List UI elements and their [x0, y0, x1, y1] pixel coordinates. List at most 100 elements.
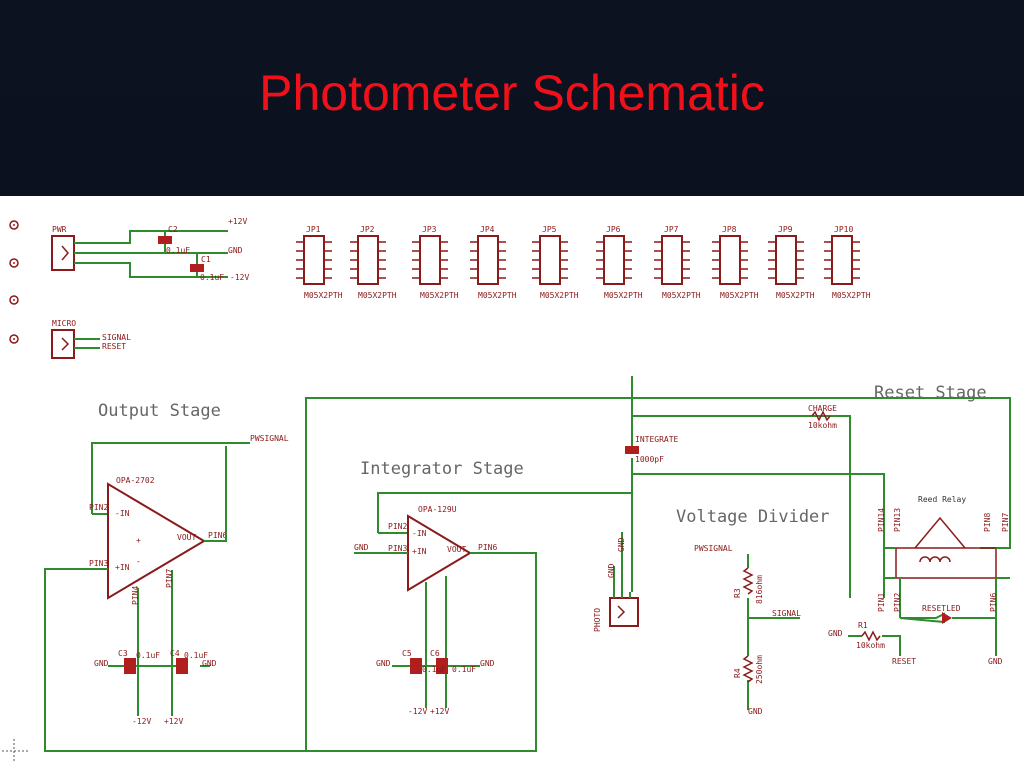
svg-text:M05X2PTH: M05X2PTH — [358, 291, 397, 300]
svg-text:C6: C6 — [430, 649, 440, 658]
svg-text:M05X2PTH: M05X2PTH — [540, 291, 579, 300]
svg-text:PIN7: PIN7 — [1001, 513, 1010, 532]
svg-text:0.1uF: 0.1uF — [184, 651, 208, 660]
svg-text:CHARGE: CHARGE — [808, 404, 837, 413]
svg-text:GND: GND — [202, 659, 217, 668]
pwr-label: PWR — [52, 225, 67, 234]
svg-text:PWSIGNAL: PWSIGNAL — [250, 434, 289, 443]
svg-text:VOUT: VOUT — [177, 533, 196, 542]
svg-text:R4: R4 — [733, 668, 742, 678]
svg-text:JP8: JP8 — [722, 225, 737, 234]
output-stage-circuit: PWSIGNAL -IN +IN VOUT + - OPA-2702 PIN2 … — [44, 434, 306, 752]
svg-text:C4: C4 — [170, 649, 180, 658]
svg-text:JP2: JP2 — [360, 225, 375, 234]
svg-text:PIN3: PIN3 — [388, 544, 407, 553]
micro-connector: MICRO SIGNAL RESET — [51, 319, 131, 359]
svg-text:10kohm: 10kohm — [808, 421, 837, 430]
svg-text:INTEGRATE: INTEGRATE — [635, 435, 679, 444]
svg-text:JP10: JP10 — [834, 225, 853, 234]
svg-text:M05X2PTH: M05X2PTH — [304, 291, 343, 300]
schematic-sheet: PWR C2 0.1uF C1 0.1uF +12V GND -12V — [0, 196, 1024, 768]
svg-text:0.1uF: 0.1uF — [452, 665, 476, 674]
slide-title: Photometer Schematic — [259, 65, 765, 121]
svg-text:PIN6: PIN6 — [208, 531, 227, 540]
voltage-divider-circuit: PWSIGNAL R3 816ohm R4 250ohm SIGNAL GND — [694, 544, 801, 716]
svg-text:0.1uF: 0.1uF — [166, 246, 190, 255]
svg-text:RESET: RESET — [892, 657, 916, 666]
svg-text:-12V: -12V — [230, 273, 249, 282]
svg-text:GND: GND — [480, 659, 495, 668]
svg-text:SIGNAL: SIGNAL — [772, 609, 801, 618]
svg-text:PIN2: PIN2 — [893, 593, 902, 612]
svg-text:10kohm: 10kohm — [856, 641, 885, 650]
svg-text:M05X2PTH: M05X2PTH — [776, 291, 815, 300]
svg-text:-: - — [136, 557, 141, 566]
svg-text:GND: GND — [748, 707, 763, 716]
svg-text:GND: GND — [617, 537, 626, 552]
svg-text:PWSIGNAL: PWSIGNAL — [694, 544, 733, 553]
integrator-stage-circuit: -IN +IN VOUT OPA-129U PIN2 PIN3 PIN6 GND… — [305, 397, 632, 752]
output-stage-label: Output Stage — [98, 401, 221, 421]
svg-text:M05X2PTH: M05X2PTH — [604, 291, 643, 300]
svg-text:GND: GND — [828, 629, 843, 638]
svg-text:+IN: +IN — [115, 563, 130, 572]
svg-text:C1: C1 — [201, 255, 211, 264]
svg-text:M05X2PTH: M05X2PTH — [832, 291, 871, 300]
integrate-capacitor: INTEGRATE 1000pF — [625, 376, 885, 598]
svg-text:+IN: +IN — [412, 547, 427, 556]
svg-text:JP1: JP1 — [306, 225, 321, 234]
svg-text:PIN6: PIN6 — [989, 593, 998, 612]
svg-text:MICRO: MICRO — [52, 319, 76, 328]
header-row: JP1M05X2PTHJP2M05X2PTHJP3M05X2PTHJP4M05X… — [296, 225, 871, 300]
svg-text:VOUT: VOUT — [447, 545, 466, 554]
svg-text:GND: GND — [376, 659, 391, 668]
svg-text:PIN14: PIN14 — [877, 508, 886, 532]
svg-text:C3: C3 — [118, 649, 128, 658]
svg-text:SIGNAL: SIGNAL — [102, 333, 131, 342]
svg-text:Reed Relay: Reed Relay — [918, 495, 966, 504]
svg-text:-12V: -12V — [408, 707, 427, 716]
svg-text:JP3: JP3 — [422, 225, 437, 234]
svg-text:PIN7: PIN7 — [165, 569, 174, 588]
reset-stage-circuit: CHARGE 10kohm Reed Relay RESETLED PIN14 … — [632, 397, 1011, 666]
svg-text:PIN4: PIN4 — [131, 586, 140, 605]
svg-text:GND: GND — [94, 659, 109, 668]
svg-text:+12V: +12V — [430, 707, 449, 716]
schematic-diagram: PWR C2 0.1uF C1 0.1uF +12V GND -12V — [2, 217, 1011, 763]
opa129u-label: OPA-129U — [418, 505, 457, 514]
photo-connector: PHOTO GND GND — [593, 532, 639, 632]
svg-text:RESETLED: RESETLED — [922, 604, 961, 613]
power-connector: PWR C2 0.1uF C1 0.1uF +12V GND -12V — [51, 217, 249, 282]
svg-text:R3: R3 — [733, 588, 742, 598]
svg-text:1000pF: 1000pF — [635, 455, 664, 464]
svg-text:-IN: -IN — [412, 529, 427, 538]
svg-text:JP6: JP6 — [606, 225, 621, 234]
svg-text:-12V: -12V — [132, 717, 151, 726]
svg-text:+12V: +12V — [164, 717, 183, 726]
svg-text:250ohm: 250ohm — [755, 655, 764, 684]
svg-text:C2: C2 — [168, 225, 178, 234]
svg-text:R1: R1 — [858, 621, 868, 630]
svg-text:JP4: JP4 — [480, 225, 495, 234]
svg-text:0.1uF: 0.1uF — [200, 273, 224, 282]
svg-text:JP9: JP9 — [778, 225, 793, 234]
svg-text:+12V: +12V — [228, 217, 247, 226]
svg-text:GND: GND — [354, 543, 369, 552]
svg-text:816ohm: 816ohm — [755, 575, 764, 604]
svg-text:PIN2: PIN2 — [89, 503, 108, 512]
opa2702-label: OPA-2702 — [116, 476, 155, 485]
svg-text:JP5: JP5 — [542, 225, 557, 234]
svg-text:GND: GND — [988, 657, 1003, 666]
svg-text:JP7: JP7 — [664, 225, 679, 234]
svg-text:PIN13: PIN13 — [893, 508, 902, 532]
svg-text:PHOTO: PHOTO — [593, 608, 602, 632]
